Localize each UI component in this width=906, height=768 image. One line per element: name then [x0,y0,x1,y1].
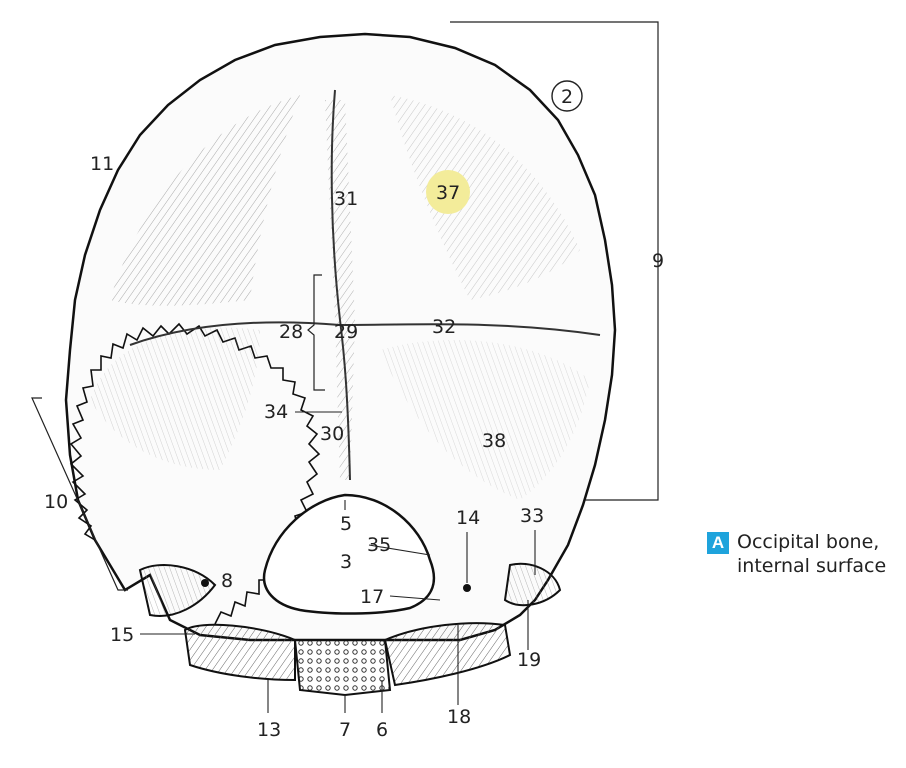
label-38: 38 [482,430,506,452]
label-8: 8 [221,570,233,592]
basilar-part [293,639,392,697]
sagittal-ridge-shade [325,100,355,480]
label-2: 2 [561,86,573,108]
figure-badge: A [707,532,729,554]
right-upper-fossa-shading [390,95,580,300]
label-19: 19 [517,649,541,671]
label-11: 11 [90,153,114,175]
label-18: 18 [447,706,471,728]
hypoglossal-canal [463,584,471,592]
label-31: 31 [334,188,358,210]
label-32: 32 [432,316,456,338]
bracket-10 [31,397,128,591]
left-condyle [183,623,296,682]
left-upper-fossa-shading [110,95,300,306]
caption-text: Occipital bone, internal surface [737,530,886,578]
label-7: 7 [339,719,351,741]
right-lower-fossa-shading [380,340,590,500]
right-jugular-process [503,562,562,607]
left-lower-fossa-shading [90,327,260,470]
caption-line-2: internal surface [737,555,887,577]
foramen-magnum [262,493,436,615]
right-condyle [383,622,512,687]
label-9: 9 [652,250,664,272]
label-6: 6 [376,719,388,741]
label-30: 30 [320,423,344,445]
left-jugular-process [138,564,217,617]
label-17: 17 [360,586,384,608]
caption-line-1: Occipital bone, [737,531,880,553]
label-33: 33 [520,505,544,527]
circle-marker [551,80,583,112]
label-13: 13 [257,719,281,741]
label-14: 14 [456,507,480,529]
highlight-marker [426,170,470,214]
label-35: 35 [367,534,391,556]
label-34: 34 [264,401,288,423]
label-5: 5 [340,513,352,535]
label-3: 3 [340,551,352,573]
figure-caption: A Occipital bone, internal surface [707,530,886,578]
label-15: 15 [110,624,134,646]
label-29: 29 [334,321,358,343]
leader-lines [140,411,536,713]
label-28: 28 [279,321,303,343]
label-10: 10 [44,491,68,513]
condylar-canal [201,579,209,587]
label-37: 37 [436,182,460,204]
bracket-28 [307,274,325,391]
bracket-9 [450,21,659,501]
